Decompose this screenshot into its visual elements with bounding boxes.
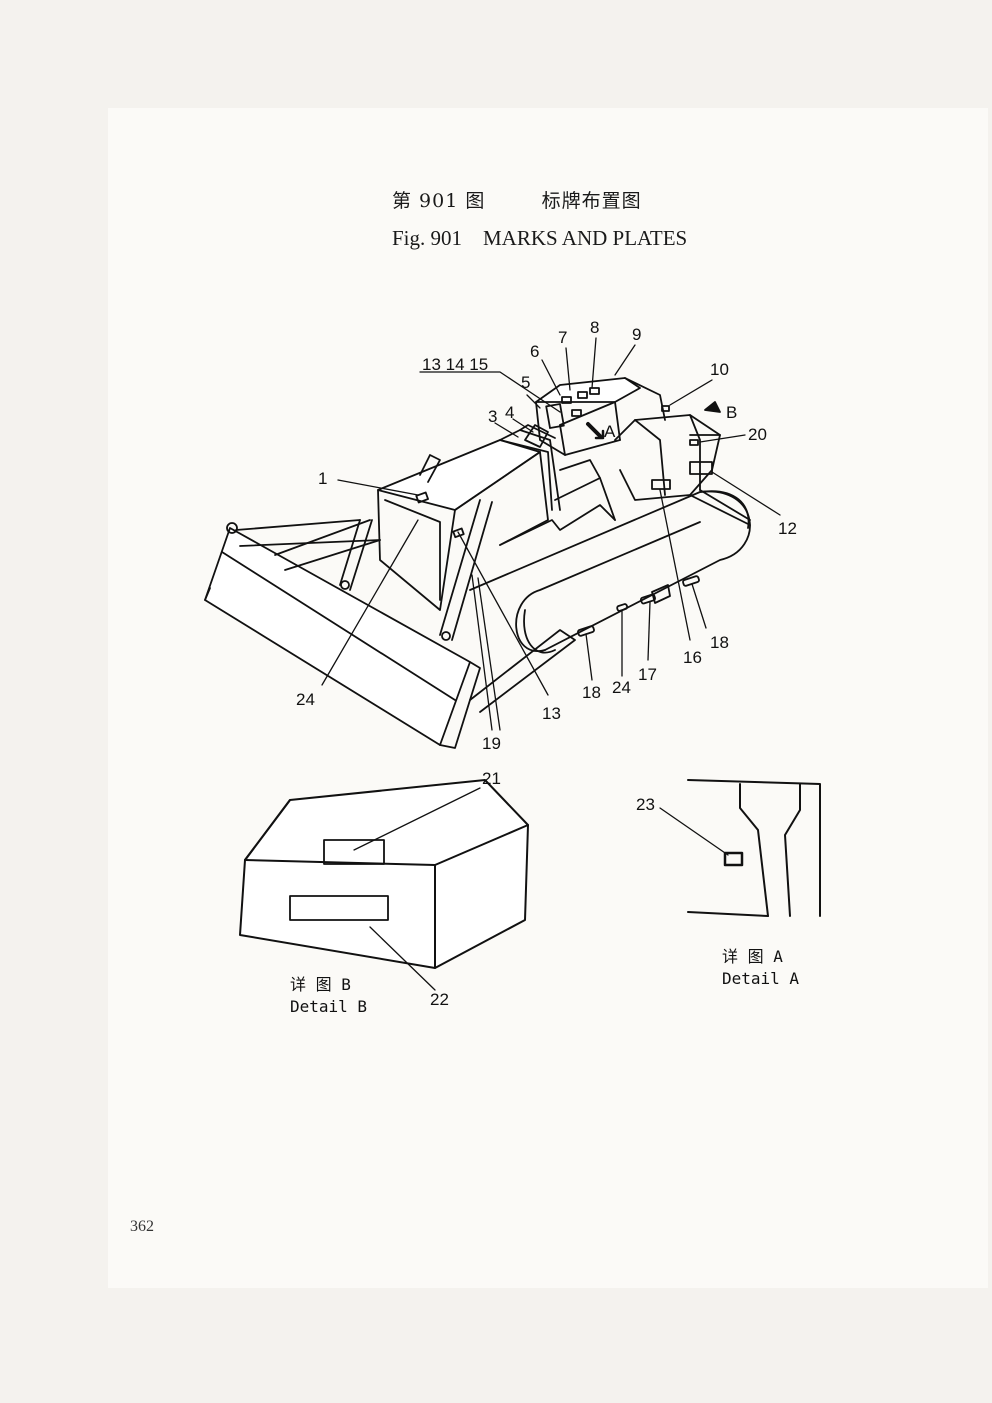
leader-lines xyxy=(321,337,781,731)
callout-18-left: 18 xyxy=(582,683,601,702)
arrow-b-label: B xyxy=(726,403,737,422)
arrow-a-label: A xyxy=(604,422,616,441)
callout-10: 10 xyxy=(710,360,729,379)
detail-b-label-cn: 详 图 B xyxy=(290,975,351,994)
figure-title-english: Fig. 901 MARKS AND PLATES xyxy=(392,226,688,250)
callout-21: 21 xyxy=(482,769,501,788)
detail-a-drawing xyxy=(659,779,821,917)
rear-housing xyxy=(614,405,751,526)
callout-20: 20 xyxy=(748,425,767,444)
callout-13-14-15: 13 14 15 xyxy=(422,355,488,374)
callout-24-left: 24 xyxy=(296,690,315,709)
callout-16: 16 xyxy=(683,648,702,667)
detail-a-label-en: Detail A xyxy=(722,969,799,988)
callout-6: 6 xyxy=(530,342,539,361)
detail-b-drawing xyxy=(239,779,529,991)
detail-b-label-en: Detail B xyxy=(290,997,367,1016)
operator-cab xyxy=(524,377,666,456)
engine-hood xyxy=(377,439,616,611)
lift-cylinder xyxy=(339,499,493,641)
callout-3: 3 xyxy=(488,407,497,426)
detail-a-label-cn: 详 图 A xyxy=(722,947,783,966)
dozer-blade xyxy=(204,519,481,749)
callout-9: 9 xyxy=(632,325,641,344)
callout-17: 17 xyxy=(638,665,657,684)
callout-labels: 1 3 4 5 6 7 8 9 10 13 14 15 20 12 24 13 … xyxy=(290,318,799,1016)
callout-24-right: 24 xyxy=(612,678,631,697)
callout-7: 7 xyxy=(558,328,567,347)
callout-22: 22 xyxy=(430,990,449,1009)
callout-23: 23 xyxy=(636,795,655,814)
scanned-sheet xyxy=(108,108,988,1288)
figure-title-chinese: 第 901 图 标牌布置图 xyxy=(392,190,642,212)
callout-8: 8 xyxy=(590,318,599,337)
page-number: 362 xyxy=(130,1218,154,1235)
callout-12: 12 xyxy=(778,519,797,538)
callout-19: 19 xyxy=(482,734,501,753)
callout-1: 1 xyxy=(318,469,327,488)
callout-13: 13 xyxy=(542,704,561,723)
callout-4: 4 xyxy=(505,403,514,422)
side-plates xyxy=(577,575,700,637)
view-arrows xyxy=(586,401,721,440)
callout-18-right: 18 xyxy=(710,633,729,652)
callout-5: 5 xyxy=(521,373,530,392)
mid-body xyxy=(499,424,616,521)
